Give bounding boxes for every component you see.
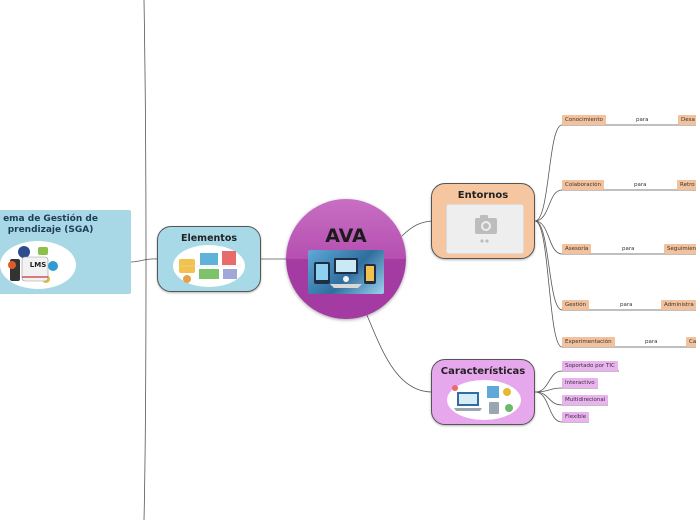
link-para-4: para [620, 302, 633, 308]
devices-illustration [314, 258, 376, 288]
sga-connector [130, 258, 158, 263]
entornos-image-placeholder [446, 204, 524, 254]
tag-experimentacion[interactable]: Experimentación [562, 337, 615, 347]
link-para-5: para [645, 339, 658, 345]
branch-line-experimentacion [534, 220, 614, 348]
link-para-1: para [636, 117, 649, 123]
branch-line-asesoria [534, 220, 593, 255]
elementos-node[interactable]: Elementos [157, 226, 261, 292]
tag-desa[interactable]: Desa [678, 115, 696, 125]
tag-ca[interactable]: Ca [686, 337, 696, 347]
tag-administra[interactable]: Administra [661, 300, 696, 310]
workspace-illustration [177, 251, 241, 283]
right-tag-underlines [661, 124, 696, 348]
tag-seguimien[interactable]: Seguimien [664, 244, 696, 254]
branch-line-colaboracion [534, 189, 605, 222]
link-para-2: para [634, 182, 647, 188]
sga-title-line1: ema de Gestión de [3, 214, 98, 224]
center-node-ava[interactable]: AVA [286, 199, 406, 319]
link-para-3: para [622, 246, 635, 252]
elementos-image-frame [173, 245, 245, 287]
left-trunk-line [143, 0, 147, 520]
tag-soportado-por-tic[interactable]: Soportado por TIC [562, 361, 618, 371]
branch-line-soportado [534, 370, 619, 393]
caracteristicas-image-frame [447, 380, 521, 420]
center-caracteristicas-connector [365, 312, 433, 393]
tag-asesoria[interactable]: Asesoría [562, 244, 592, 254]
entornos-node[interactable]: Entornos [431, 183, 535, 259]
tag-gestion[interactable]: Gestión [562, 300, 590, 310]
lms-logo-text: LMS [29, 261, 47, 269]
center-entornos-connector [401, 220, 433, 237]
tag-interactivo[interactable]: Interactivo [562, 378, 598, 388]
branch-line-flexible [534, 391, 589, 423]
center-image [308, 250, 384, 294]
branch-line-conocimiento [534, 124, 606, 222]
sga-node[interactable]: ema de Gestión de prendizaje (SGA) LMS [0, 210, 131, 294]
camera-icon [475, 215, 497, 243]
tag-flexible[interactable]: Flexible [562, 412, 590, 422]
lms-logo-icon [8, 246, 58, 283]
devices-illustration [452, 385, 513, 414]
center-title: AVA [325, 225, 367, 247]
branch-line-interactivo [534, 387, 598, 393]
tag-retro[interactable]: Retro [677, 180, 696, 190]
caracteristicas-title: Características [440, 366, 526, 377]
elementos-title: Elementos [180, 233, 238, 244]
sga-title-line2: prendizaje (SGA) [7, 225, 94, 235]
entornos-title: Entornos [457, 190, 509, 201]
caracteristicas-node[interactable]: Características [431, 359, 535, 425]
tag-conocimiento[interactable]: Conocimiento [562, 115, 606, 125]
tag-colaboracion[interactable]: Colaboración [562, 180, 604, 190]
branch-line-gestion [534, 220, 590, 311]
sga-image-frame: LMS [0, 241, 76, 289]
tag-multidirecional[interactable]: Multidirecional [562, 395, 609, 405]
